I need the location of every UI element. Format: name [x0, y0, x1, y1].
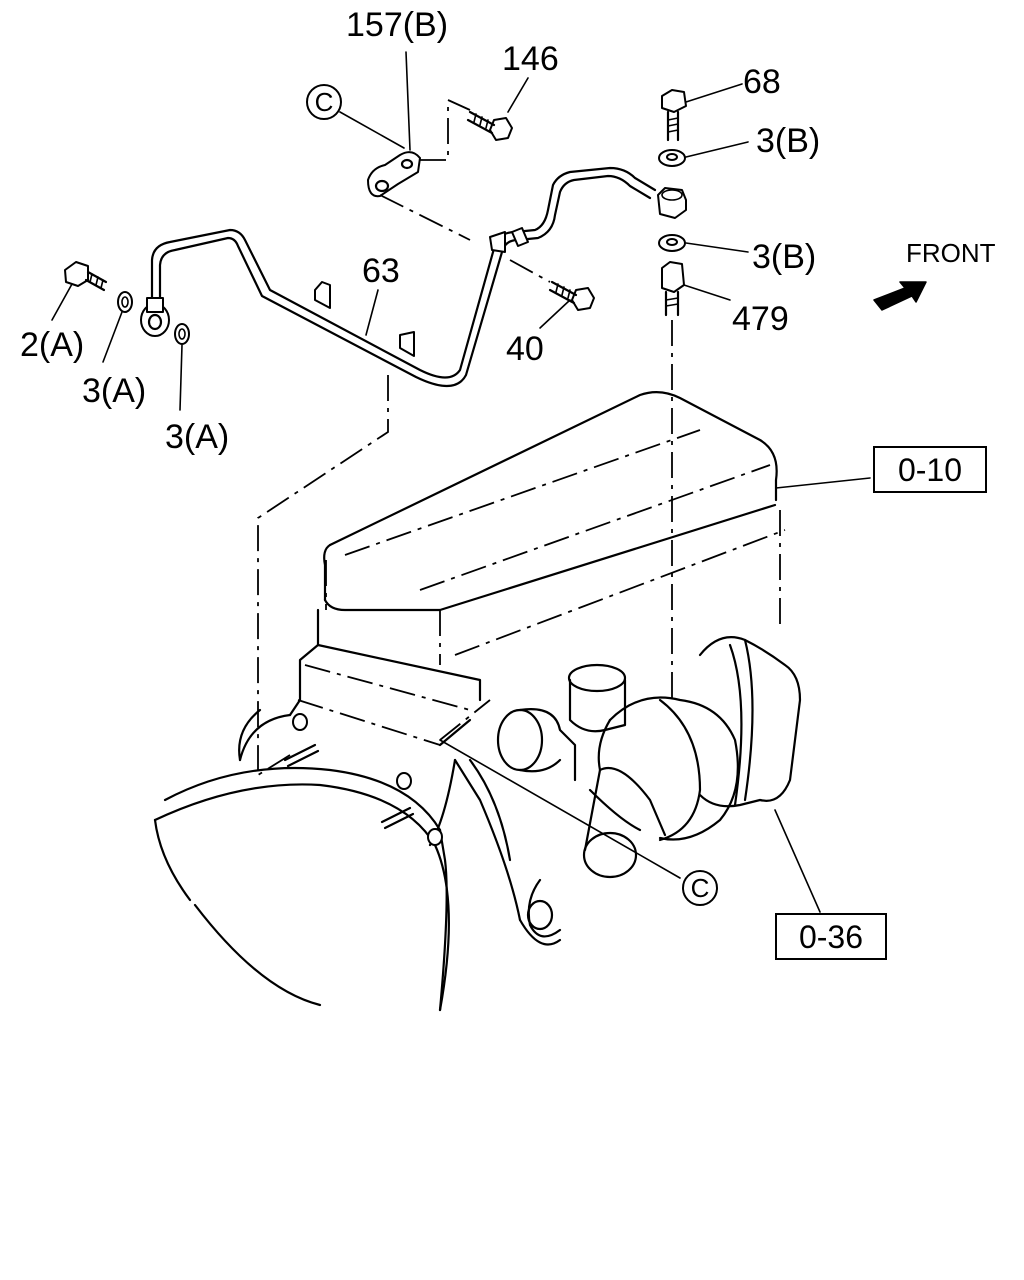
- pipe-63: [140, 166, 657, 388]
- label-479: 479: [732, 300, 789, 338]
- ref-0-10-text: 0-10: [898, 452, 962, 488]
- bolt-2a: [64, 261, 108, 292]
- washer-3a-1: [117, 291, 133, 313]
- callout-c-bottom: C: [682, 870, 718, 906]
- label-40: 40: [506, 330, 544, 368]
- label-3b-top: 3(B): [756, 122, 820, 160]
- callout-c-bottom-text: C: [691, 873, 710, 903]
- label-68: 68: [743, 63, 781, 101]
- ref-box-0-36[interactable]: 0-36: [775, 913, 887, 960]
- pump-assembly: [496, 636, 802, 938]
- washer-3b-bottom: [658, 234, 686, 252]
- adaptor-479: [661, 261, 685, 317]
- engine-housing: [153, 391, 786, 1012]
- washer-3a-2: [174, 323, 190, 345]
- leader-lines: [51, 51, 871, 913]
- label-157b: 157(B): [346, 6, 448, 44]
- label-63: 63: [362, 252, 400, 290]
- assembly-lines: [257, 98, 673, 776]
- label-2a: 2(A): [20, 326, 84, 364]
- label-3a-2: 3(A): [165, 418, 229, 456]
- bolt-146: [466, 110, 513, 141]
- ref-0-36-text: 0-36: [799, 919, 863, 955]
- label-146: 146: [502, 40, 559, 78]
- clip-157b: [367, 151, 421, 198]
- label-3b-bottom: 3(B): [752, 238, 816, 276]
- ref-box-0-10[interactable]: 0-10: [873, 446, 987, 493]
- front-arrow-icon: [873, 281, 927, 311]
- callout-c-top-text: C: [315, 87, 334, 117]
- washer-3b-top: [658, 149, 686, 167]
- union-block: [657, 187, 687, 219]
- front-label: FRONT: [906, 238, 996, 268]
- bolt-40: [548, 280, 595, 311]
- callout-c-top: C: [306, 84, 342, 120]
- label-3a-1: 3(A): [82, 372, 146, 410]
- bolt-68: [661, 89, 687, 142]
